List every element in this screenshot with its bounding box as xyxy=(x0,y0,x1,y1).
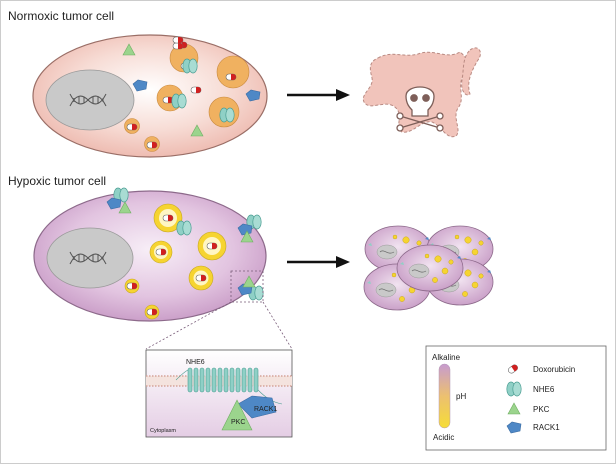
nucleus xyxy=(46,227,134,289)
dead-cell xyxy=(362,47,481,138)
normoxic-cell xyxy=(32,34,268,158)
nucleus xyxy=(45,69,135,131)
arrow-hypoxic xyxy=(287,256,350,268)
inset-rack1-label: RACK1 xyxy=(254,406,277,413)
arrow-normoxic xyxy=(287,89,350,101)
legend-ph-acidic: Acidic xyxy=(433,433,454,442)
zoom-region xyxy=(230,270,264,303)
inset-nhe6-label: NHE6 xyxy=(186,359,205,366)
hypoxic-title: Hypoxic tumor cell xyxy=(8,174,106,188)
inset-panel: NHE6 RACK1 PKC Cytoplasm xyxy=(145,349,293,438)
skull-icon xyxy=(396,86,444,132)
hypoxic-cell xyxy=(33,187,267,322)
legend-item-pkc: PKC xyxy=(533,405,550,414)
legend-ph-alkaline: Alkaline xyxy=(432,353,461,362)
rack1-shape xyxy=(237,395,277,419)
pkc-shape xyxy=(221,399,253,431)
legend-item-doxorubicin: Doxorubicin xyxy=(533,365,575,374)
inset-pkc-label: PKC xyxy=(231,419,245,426)
inset-cytoplasm-label: Cytoplasm xyxy=(150,428,176,434)
proliferating-cells xyxy=(363,225,494,311)
normoxic-title: Normoxic tumor cell xyxy=(8,9,114,23)
nhe6-transmembrane-protein xyxy=(175,367,283,405)
legend-ph-axis: pH xyxy=(456,392,466,401)
legend-item-rack1: RACK1 xyxy=(533,423,560,432)
zoom-lines xyxy=(145,301,293,350)
legend: Alkaline pH Acidic Doxorubicin NHE6 PKC … xyxy=(425,345,607,451)
legend-item-nhe6: NHE6 xyxy=(533,385,555,394)
ph-gradient-bar xyxy=(438,363,451,429)
nhe6-transporter-icon xyxy=(506,381,522,397)
